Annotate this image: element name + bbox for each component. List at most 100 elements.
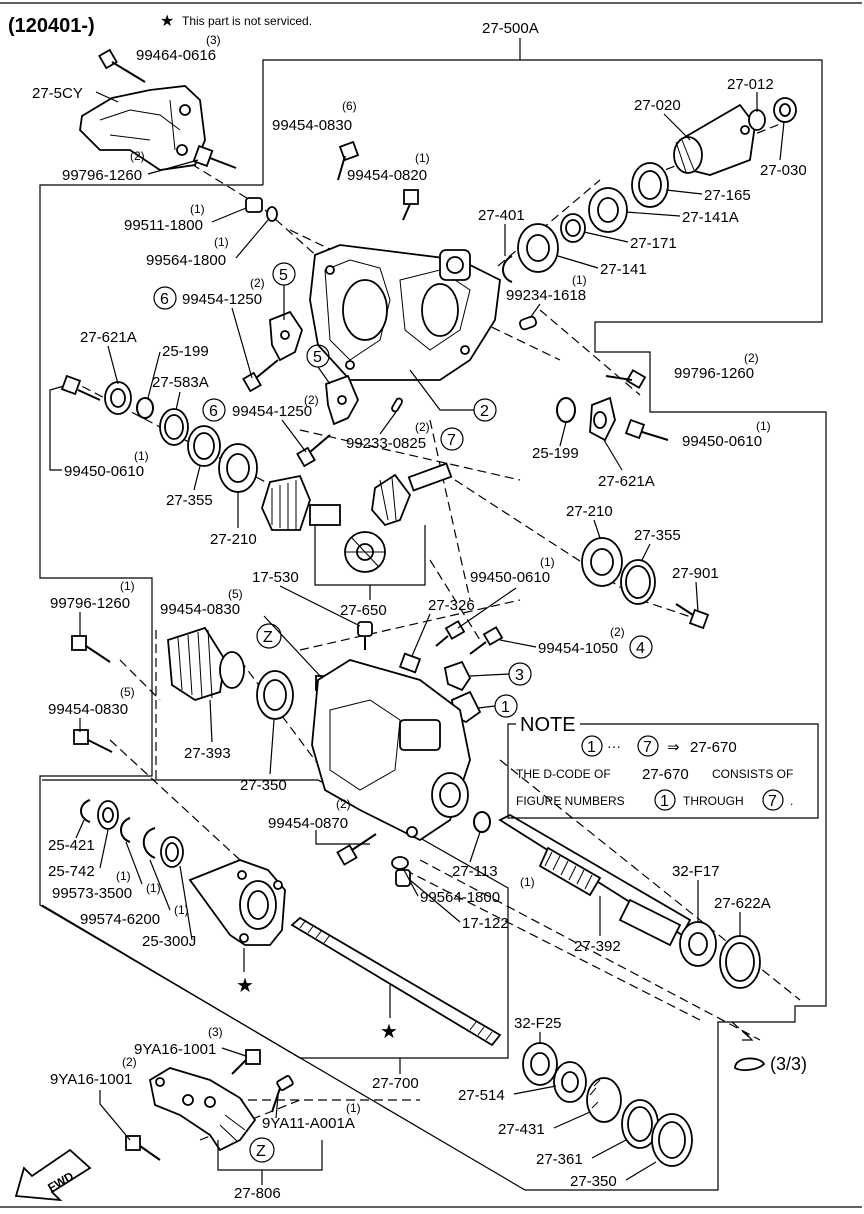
bushing-25-742 [97,800,119,830]
transfer-case-lower [311,659,471,842]
bolt-icon [71,635,111,663]
output-housing-27-020 [673,103,756,176]
label-99464-0616: 99464-0616 [136,47,216,64]
label-27-355b: 27-355 [634,527,681,544]
bolt-icon [192,144,237,169]
qty: (5) [228,587,243,601]
label-27-210b: 27-210 [566,503,613,520]
pin-icon [518,315,538,331]
label-27-514: 27-514 [458,1087,505,1104]
label-99796-1260: 99796-1260 [62,167,142,184]
clip-25-421 [80,799,91,823]
callout-4: 4 [636,640,645,657]
label-27-113: 27-113 [452,863,498,880]
snap-ring-27-401 [502,255,513,283]
label-99564-1800: 99564-1800 [146,252,226,269]
bearing-32-F25 [522,1042,558,1086]
label-27-583A: 27-583A [152,374,209,391]
bolt-icon [98,48,146,83]
note-box: NOTE 1 ··· 7 ⇒ 27-670 THE D-CODE OF 27-6… [507,714,819,819]
plug-17-122 [391,856,411,887]
label-99454-0830c: 99454-0830 [48,701,128,718]
bolt-icon [73,729,113,753]
label-32-F17: 32-F17 [672,863,720,880]
bearing-27-210 [581,537,623,587]
label-27-141: 27-141 [600,261,647,278]
assembly-outline [39,59,827,1191]
callout-3: 3 [515,667,524,684]
transfer-case-upper [309,244,501,381]
seal-27-622A [719,935,761,989]
note-dots: ··· [607,738,621,754]
note-line1-a: THE D-CODE OF [516,767,611,781]
bracket-27-806 [148,1067,257,1152]
bolt-icon [125,1135,161,1161]
bolt-icon [624,418,669,441]
washer-27-012 [748,109,766,131]
gear-27-393 [167,626,245,701]
label-27-806: 27-806 [234,1185,281,1202]
callout-6: 6 [160,291,169,308]
label-9YA16-1001: 9YA16-1001 [134,1041,216,1058]
shift-fork [269,310,303,362]
label-27-500A: 27-500A [482,20,539,37]
qty: (1) [174,903,189,917]
bearing-32-F17 [679,921,717,967]
qty: (1) [415,151,430,165]
seal-27-350 [256,670,294,720]
shaft-outline [41,779,509,1059]
star-icon: ★ [236,975,254,997]
ring-27-431 [586,1077,622,1123]
qty: (2) [336,797,351,811]
label-99454-0830: 99454-0830 [272,117,352,134]
qty: (3) [206,33,221,47]
label-27-171: 27-171 [630,235,677,252]
callout-Z-lower: Z [256,1143,266,1160]
snap-ring-99574-6200 [142,827,156,859]
qty: (2) [122,1055,137,1069]
label-27-621Ab: 27-621A [598,473,655,490]
qty: (1) [520,875,535,889]
label-27-361: 27-361 [536,1151,583,1168]
note-line1-b: 27-670 [642,766,689,783]
qty: (1) [190,202,205,216]
bolt-icon [469,626,504,655]
label-99454-1250b: 99454-1250 [232,403,312,420]
clip-part [443,660,472,692]
bolt-icon [242,359,279,393]
callout-markers: 5 6 5 6 2 7 Z 4 3 1 Z [153,262,653,1163]
note-range-from: 1 [587,739,596,756]
callout-5b: 5 [313,349,322,366]
label-27-901: 27-901 [672,565,719,582]
bolt-icon [605,369,647,389]
label-99796-1260b: 99796-1260 [674,365,754,382]
star-icon: ★ [160,13,174,30]
label-27-165: 27-165 [704,187,751,204]
star-icon: ★ [380,1021,398,1043]
continuation-label: (3/3) [770,1054,807,1074]
bolt-icon [60,374,101,401]
flange-27-621A [104,381,132,415]
shaft-27-700 [290,916,502,1047]
ring-27-355 [620,559,656,605]
nut-27-030 [773,97,797,123]
label-27-030: 27-030 [760,162,807,179]
seal-27-583A [159,408,189,446]
note-line2-end: . [790,794,793,808]
o-ring-25-199 [556,397,576,423]
label-99454-0820: 99454-0820 [347,167,427,184]
label-25-199: 25-199 [162,343,209,360]
bearing-27-210 [218,443,258,493]
bolt-icon [296,434,331,468]
note-line2-from: 1 [660,793,669,810]
callout-5: 5 [279,267,288,284]
gear-set-27-650 [261,462,453,573]
label-9YA16-1001b: 9YA16-1001 [50,1071,132,1088]
note-line2-a: FIGURE NUMBERS [516,794,625,808]
note-line2-b: THROUGH [683,794,744,808]
label-99564-1800b: 99564-1800 [420,889,500,906]
qty: (2) [250,276,265,290]
label-27-326: 27-326 [428,597,475,614]
label-27-650: 27-650 [340,602,387,619]
stud-9YA11-A001A [271,1075,294,1113]
